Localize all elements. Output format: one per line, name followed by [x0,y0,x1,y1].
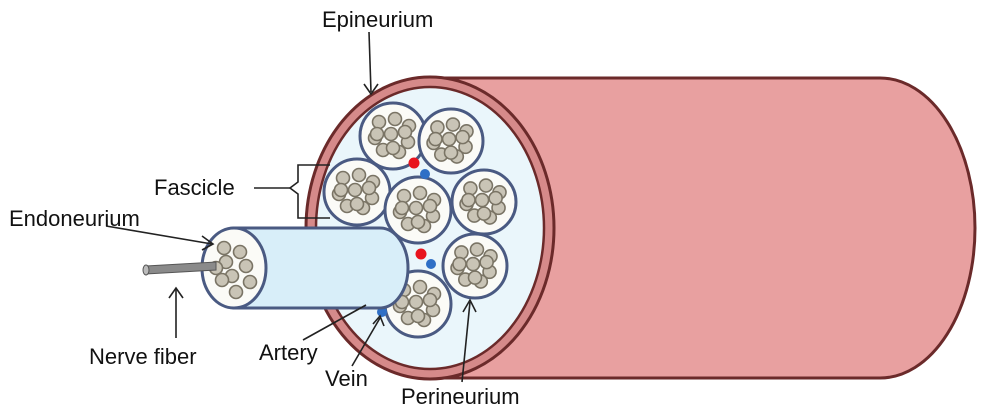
axon [335,170,351,186]
axon [347,182,363,198]
axon [397,124,413,140]
epineurium-arrowhead [363,83,379,96]
extended-fascicle-axons [208,240,258,300]
axon [383,126,399,142]
axon [408,200,424,216]
axon [242,274,258,290]
epineurium-leader [368,31,372,93]
axon [238,258,254,274]
axon [461,192,476,208]
perineurium-leader [461,301,471,383]
axon [430,120,445,135]
nerve-fiber-arrowhead [168,286,184,299]
axon [412,279,428,295]
artery [415,248,427,260]
label-vein: Vein [325,366,368,391]
axon [385,140,401,156]
axon [396,188,412,204]
vein [426,259,436,269]
axon [465,256,481,272]
axon [428,131,443,147]
label-fascicle: Fascicle [154,175,235,200]
label-nerve-fiber: Nerve fiber [89,344,197,369]
perineurium-arrowhead [462,298,477,313]
axon [478,178,494,193]
axon [349,196,365,212]
axon [361,180,377,196]
axon [452,256,467,272]
axon [422,198,438,214]
artery-leader [302,304,367,341]
nerve-body [428,76,977,380]
axon [422,292,438,308]
extended-fascicle [232,226,410,310]
axon [371,114,387,130]
axon [351,167,367,183]
label-artery: Artery [259,340,318,365]
axon [412,185,428,201]
axon [445,117,461,132]
axon [443,145,459,160]
axon [455,129,470,145]
axon [408,294,424,310]
fascicles-group [322,101,518,339]
vein-leader [351,317,381,367]
label-perineurium: Perineurium [401,384,520,409]
axon [410,214,426,230]
axon [474,192,490,208]
axon [488,190,503,206]
axon [214,272,230,288]
axon [216,240,232,256]
axon [454,245,469,260]
axon [394,200,410,216]
axon [369,126,385,142]
nerve-fiber-tip [142,264,150,276]
axon [479,254,494,270]
axon [463,181,478,196]
axon [441,131,457,147]
endoneurium-arrowhead [201,235,215,251]
axon [387,111,403,127]
fascicle-bracket [288,164,330,219]
axon [333,182,349,198]
axon [467,270,483,285]
axon [228,284,244,300]
axon [476,206,492,221]
label-epineurium: Epineurium [322,7,433,32]
label-endoneurium: Endoneurium [9,206,140,231]
vein-arrowhead [372,314,385,327]
endoneurium-leader [105,225,213,245]
axon [410,308,426,324]
artery [408,157,420,169]
axon [469,242,485,257]
vein [420,169,430,179]
axon [232,244,248,260]
